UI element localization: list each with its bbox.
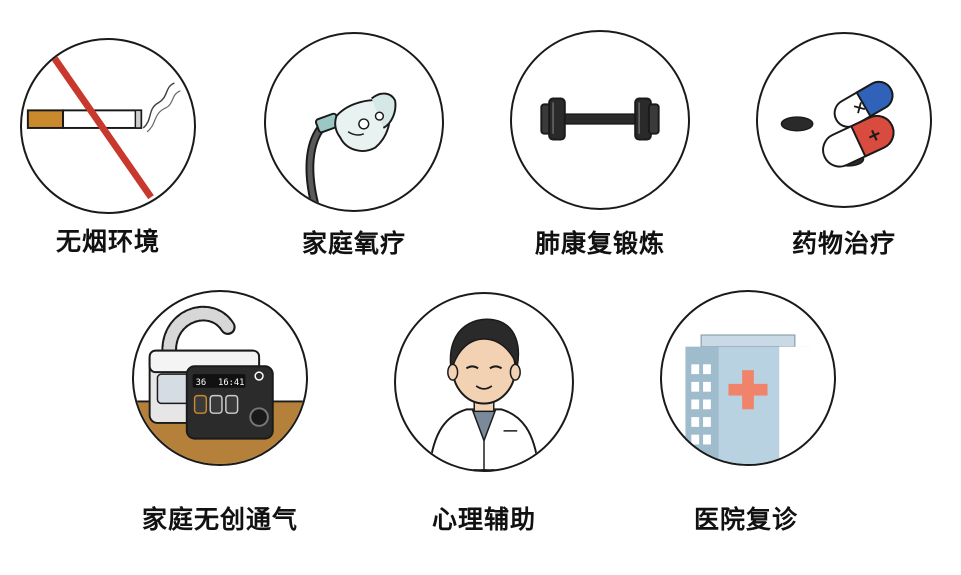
pulmonary-rehab-circle (510, 30, 690, 210)
medication-circle: × + (756, 32, 932, 208)
ventilator-icon: 36 16:41 (134, 305, 306, 464)
no-smoking-icon (26, 48, 181, 200)
hospital-icon (685, 334, 811, 464)
ventilator-screen-right: 16:41 (218, 378, 244, 388)
item-label: 家庭氧疗 (301, 229, 407, 258)
medication-icon: × + (780, 80, 895, 168)
dumbbell-icon (540, 97, 660, 141)
doctor-icon (428, 318, 540, 470)
noninvasive-ventilation-circle: 36 16:41 (132, 290, 308, 466)
item-label: 药物治疗 (791, 229, 897, 258)
hospital-followup-circle (660, 290, 836, 466)
item-label: 无烟环境 (55, 227, 161, 256)
psychological-support-circle (394, 292, 574, 472)
item-label: 家庭无创通气 (141, 505, 299, 534)
home-oxygen-circle (264, 32, 444, 212)
item-label: 肺康复锻炼 (534, 229, 666, 258)
ventilator-screen-left: 36 (196, 378, 207, 388)
no-smoking-circle (20, 38, 196, 214)
item-label: 医院复诊 (693, 505, 799, 534)
oxygen-mask-icon (305, 92, 397, 210)
item-label: 心理辅助 (431, 505, 537, 534)
